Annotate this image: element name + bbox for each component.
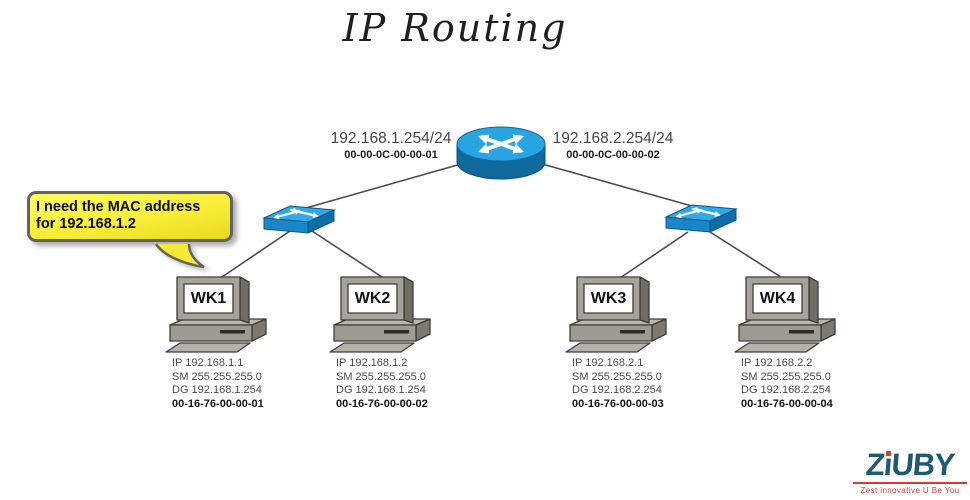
slide-title: IP Routing xyxy=(342,6,568,50)
cisco-router-icon xyxy=(456,126,546,180)
workstation-name: WK4 xyxy=(759,290,796,307)
router-node xyxy=(455,123,547,188)
workstation-config: IP 192.168.1.2 SM 255.255.255.0 DG 192.1… xyxy=(336,357,428,411)
workstation-name: WK2 xyxy=(354,290,391,307)
link-router-switch2 xyxy=(534,161,693,207)
router-right-ip: 192.168.2.254/24 xyxy=(552,130,674,147)
workstation-ip: IP 192.168.2.2 xyxy=(741,357,813,369)
switch1-node xyxy=(262,201,336,242)
workstation-subnet: SM 255.255.255.0 xyxy=(336,370,426,383)
workstation-mac: 00-16-76-00-00-02 xyxy=(336,397,428,410)
logo-tagline: Zest innovative U Be You xyxy=(853,482,967,495)
workstation-node-wk1: WK1 IP 192.168.1.1 SM 255.255.255.0 DG 1… xyxy=(164,275,276,410)
workstation-subnet: SM 255.255.255.0 xyxy=(172,370,262,383)
cisco-switch-icon xyxy=(664,204,738,233)
link-switch2-wk4 xyxy=(709,231,785,280)
switch2-node xyxy=(664,200,738,241)
logo-letters-uby: UBY xyxy=(890,447,956,482)
workstation-config: IP 192.168.1.1 SM 255.255.255.0 DG 192.1… xyxy=(172,357,264,411)
router-right-mac: 00-00-0C-00-00-02 xyxy=(566,149,660,161)
workstation-node-wk4: WK4 IP 192.168.2.2 SM 255.255.255.0 DG 1… xyxy=(733,275,845,410)
workstation-config: IP 192.168.2.2 SM 255.255.255.0 DG 192.1… xyxy=(741,357,833,411)
workstation-gateway: DG 192.168.1.254 xyxy=(336,384,426,396)
desktop-computer-icon xyxy=(165,276,267,353)
ziuby-logo: ZıUBY Zest innovative U Be You xyxy=(853,447,967,495)
speech-bubble-tail xyxy=(154,243,205,269)
workstation-config: IP 192.168.2.1 SM 255.255.255.0 DG 192.1… xyxy=(572,357,664,411)
workstation-gateway: DG 192.168.2.254 xyxy=(741,384,831,396)
router-left-ip: 192.168.1.254/24 xyxy=(330,130,452,147)
logo-brand-text: ZıUBY xyxy=(864,447,956,482)
workstation-ip: IP 192.168.1.2 xyxy=(336,357,408,369)
workstation-ip: IP 192.168.1.1 xyxy=(172,357,244,369)
link-switch1-wk2 xyxy=(311,230,386,280)
router-right-interface-label: 192.168.2.254/24 00-00-0C-00-00-02 xyxy=(550,130,676,161)
workstation-node-wk2: WK2 IP 192.168.1.2 SM 255.255.255.0 DG 1… xyxy=(328,275,440,410)
link-router-switch1 xyxy=(305,161,469,209)
workstation-name: WK1 xyxy=(190,290,227,307)
workstation-mac: 00-16-76-00-00-01 xyxy=(172,397,264,410)
workstation-gateway: DG 192.168.2.254 xyxy=(572,384,662,396)
router-left-interface-label: 192.168.1.254/24 00-00-0C-00-00-01 xyxy=(328,130,454,161)
speech-bubble: I need the MAC address for 192.168.1.2 xyxy=(27,191,233,242)
workstation-node-wk3: WK3 IP 192.168.2.1 SM 255.255.255.0 DG 1… xyxy=(564,275,676,410)
speech-bubble-line2: for 192.168.1.2 xyxy=(36,216,136,232)
desktop-computer-icon xyxy=(565,276,667,353)
workstation-subnet: SM 255.255.255.0 xyxy=(741,370,831,383)
logo-i-dot xyxy=(885,451,892,456)
router-left-mac: 00-00-0C-00-00-01 xyxy=(344,149,438,161)
workstation-name: WK3 xyxy=(590,290,627,307)
workstation-subnet: SM 255.255.255.0 xyxy=(572,370,662,383)
cisco-switch-icon xyxy=(262,205,336,234)
desktop-computer-icon xyxy=(734,276,836,353)
workstation-mac: 00-16-76-00-00-04 xyxy=(741,397,833,410)
speech-bubble-line1: I need the MAC address xyxy=(36,199,201,215)
workstation-mac: 00-16-76-00-00-03 xyxy=(572,397,664,410)
desktop-computer-icon xyxy=(329,276,431,353)
workstation-gateway: DG 192.168.1.254 xyxy=(172,384,262,396)
workstation-ip: IP 192.168.2.1 xyxy=(572,357,644,369)
link-switch1-wk1 xyxy=(218,230,291,280)
link-switch2-wk3 xyxy=(616,231,689,281)
